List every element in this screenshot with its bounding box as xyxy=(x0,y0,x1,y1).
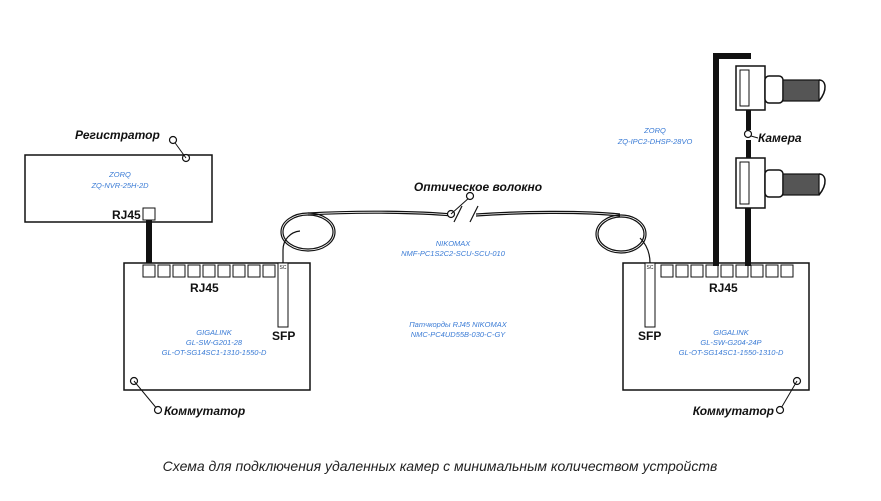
fiber-cable xyxy=(280,205,651,264)
fiber-callout-end xyxy=(465,191,475,201)
patchcords-line1: Патчкорды RJ45 NIKOMAX xyxy=(409,320,508,329)
switch-left-port xyxy=(172,264,186,278)
camera-top-body xyxy=(782,79,820,102)
switch-left-port xyxy=(157,264,171,278)
fiber-model: NMF-PC1S2C2-SCU-SCU-010 xyxy=(401,249,506,258)
switch-right: SC RJ45 SFP GIGALINK GL-SW-G204-24P GL-O… xyxy=(622,262,810,418)
switch-left-callout-end xyxy=(153,405,163,415)
switch-right-callout-line xyxy=(779,380,798,411)
switch-right-model: GL-SW-G204-24P xyxy=(700,338,761,347)
switch-right-port-label: RJ45 xyxy=(709,281,738,295)
switch-left-model: GL-SW-G201-28 xyxy=(186,338,243,347)
fiber-label: Оптическое волокно xyxy=(414,180,542,194)
switch-left-port xyxy=(187,264,201,278)
camera-cable-1 xyxy=(713,53,719,266)
fiber-right-coil xyxy=(595,214,647,254)
camera-top-lens xyxy=(818,79,826,102)
switch-left-port xyxy=(247,264,261,278)
switch-right-label: Коммутатор xyxy=(693,404,774,418)
fiber-span-left-2 xyxy=(307,212,453,217)
switch-left-port xyxy=(232,264,246,278)
camera-bottom-link xyxy=(746,140,751,158)
switch-left-label: Коммутатор xyxy=(164,404,245,418)
switch-right-callout-end xyxy=(775,405,785,415)
switch-left-port-label: RJ45 xyxy=(190,281,219,295)
camera-callout-dot xyxy=(743,129,753,139)
switch-right-sfp-module xyxy=(644,262,656,328)
switch-left-port xyxy=(202,264,216,278)
camera-cable-2 xyxy=(745,205,751,266)
camera-bottom-plate xyxy=(739,161,750,205)
camera-bottom-body xyxy=(782,173,820,196)
switch-left-sc-label: SC xyxy=(280,265,287,271)
switch-left-port xyxy=(142,264,156,278)
fiber-vendor: NIKOMAX xyxy=(436,239,472,248)
switch-right-vendor: GIGALINK xyxy=(713,328,749,337)
camera-top-link xyxy=(746,110,751,130)
switch-left-port xyxy=(217,264,231,278)
switch-right-port xyxy=(735,264,749,278)
switch-right-port xyxy=(690,264,704,278)
switch-left-vendor: GIGALINK xyxy=(196,328,232,337)
switch-right-module: GL-OT-SG14SC1-1550-1310-D xyxy=(679,348,784,357)
fiber-left-coil xyxy=(280,212,336,252)
switch-left: RJ45 SC SFP GIGALINK GL-SW-G201-28 GL-OT… xyxy=(123,262,311,418)
recorder-cable xyxy=(146,220,152,265)
fiber-span-right xyxy=(475,210,621,215)
switch-left-callout-line xyxy=(133,380,159,411)
recorder-vendor: ZORQ xyxy=(108,170,131,179)
switch-left-sfp-label: SFP xyxy=(272,329,295,343)
fiber-left-coil-inner xyxy=(282,214,334,250)
switch-left-sfp-module xyxy=(277,262,289,328)
recorder-label: Регистратор xyxy=(75,128,160,142)
recorder-callout-end xyxy=(168,135,178,145)
camera-callout-line xyxy=(750,135,759,139)
switch-left-ports xyxy=(142,264,276,278)
fiber-right-coil-inner xyxy=(597,216,645,252)
recorder-model: ZQ-NVR-25H-2D xyxy=(90,181,149,190)
fiber-break-mark xyxy=(453,205,463,223)
switch-left-module: GL-OT-SG14SC1-1310-1550-D xyxy=(162,348,267,357)
switch-left-port xyxy=(262,264,276,278)
camera-top-joint xyxy=(764,75,784,104)
fiber-span-right-2 xyxy=(475,212,621,217)
camera-label: Камера xyxy=(758,131,802,145)
camera-top xyxy=(735,65,826,130)
camera-top-plate xyxy=(739,69,750,107)
fiber-right-riser xyxy=(639,237,651,264)
switch-right-sc-label: SC xyxy=(647,265,654,271)
switch-right-port xyxy=(720,264,734,278)
fiber-break-mark xyxy=(469,205,479,223)
fiber-span-left xyxy=(307,210,453,215)
camera-vendor: ZORQ xyxy=(643,126,666,135)
recorder-port-label: RJ45 xyxy=(112,208,141,222)
switch-right-sfp-label: SFP xyxy=(638,329,661,343)
camera-bottom-joint xyxy=(764,169,784,198)
switch-right-port xyxy=(705,264,719,278)
camera-bottom xyxy=(735,140,826,209)
diagram-caption: Схема для подключения удаленных камер с … xyxy=(163,458,718,474)
camera-cable-1-top xyxy=(713,53,751,59)
switch-right-port xyxy=(750,264,764,278)
switch-right-ports xyxy=(660,264,794,278)
switch-right-port xyxy=(675,264,689,278)
fiber-callout-line xyxy=(450,196,471,215)
recorder: ZORQ ZQ-NVR-25H-2D RJ45 Регистратор xyxy=(24,128,213,223)
switch-right-port xyxy=(660,264,674,278)
camera-cables xyxy=(713,53,751,266)
switch-right-port xyxy=(765,264,779,278)
patchcords-line2: NMC-PC4UD55B-030-C-GY xyxy=(411,330,507,339)
recorder-rj45-port xyxy=(142,207,156,221)
camera-model: ZQ-IPC2-DHSP-28VO xyxy=(617,137,693,146)
recorder-box xyxy=(24,154,213,223)
fiber-left-riser xyxy=(282,230,301,263)
camera-bottom-lens xyxy=(818,173,826,196)
switch-right-port xyxy=(780,264,794,278)
